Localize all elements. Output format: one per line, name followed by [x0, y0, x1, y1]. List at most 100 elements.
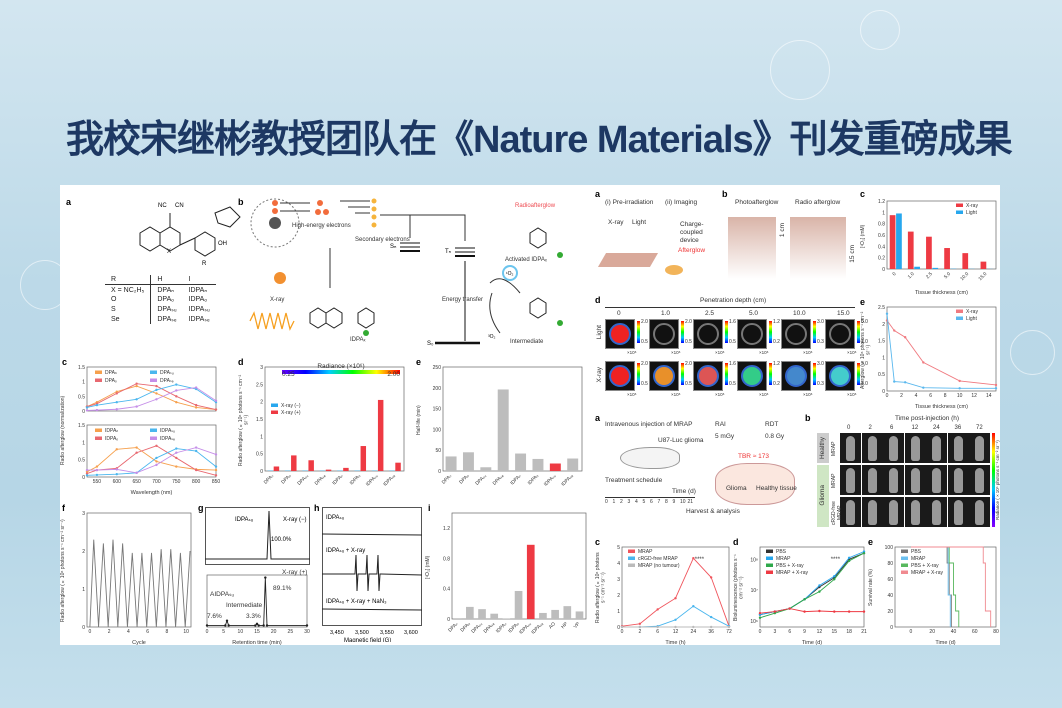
- y-tick-label: 100: [433, 427, 442, 433]
- legend-label: X-ray: [966, 203, 978, 209]
- rai-label: RAI: [715, 421, 726, 428]
- table-header: I: [182, 275, 216, 285]
- data-point: [994, 387, 998, 390]
- tbr-label: TBR ≈ 173: [738, 453, 770, 460]
- data-point: [656, 608, 659, 611]
- sample-dish: [665, 265, 683, 275]
- x-tick-label: 0: [759, 629, 762, 635]
- x-tick-label: 24: [691, 629, 697, 635]
- panel-label: a: [595, 189, 601, 199]
- y-tick-label: 20: [887, 609, 893, 615]
- svg-text:3,550: 3,550: [380, 630, 394, 636]
- panel-label: g: [198, 503, 204, 513]
- x-tick-label: IDPAₛᵤ: [365, 473, 380, 488]
- data-point: [205, 624, 209, 627]
- y-axis-label: Afterglow (×10⁶ photons s⁻¹ cm⁻² sr⁻¹): [860, 311, 872, 389]
- penetration-image: [737, 319, 767, 349]
- radiance-max: 2.00: [387, 371, 400, 378]
- scale-min: 0.2: [773, 381, 780, 387]
- x-tick-label: IDPAₛᵤ: [518, 621, 533, 636]
- x-tick-label: 15.0: [977, 271, 988, 282]
- data-point: [922, 361, 925, 364]
- data-point: [155, 460, 158, 463]
- group-label: Glioma: [819, 485, 826, 506]
- condition-label: X-ray (+): [282, 569, 308, 576]
- y-tick-label: 10⁸: [750, 557, 758, 563]
- colorbar: [725, 321, 728, 343]
- data-point: [638, 622, 642, 625]
- y-tick-label: 1: [82, 380, 85, 386]
- y-tick-label: 0.4: [443, 587, 450, 593]
- y-tick-label: 0.4: [878, 244, 885, 250]
- colorbar: [769, 363, 772, 385]
- data-point: [788, 607, 791, 610]
- y-tick-label: 1.5: [78, 365, 85, 371]
- bar: [291, 455, 297, 471]
- bar: [526, 544, 535, 619]
- x-tick-label: IDPAₙ: [509, 473, 522, 486]
- x-tick-label: 650: [132, 479, 141, 485]
- mouse-image: [904, 433, 926, 463]
- mouse-image: [947, 497, 969, 527]
- scale-max: 1.6: [729, 361, 736, 367]
- legend-swatch: [956, 203, 963, 207]
- unit-label: ×10⁶: [671, 350, 681, 355]
- x-tick-label: IDPAₙ: [331, 473, 344, 486]
- x-axis-label: Time (d): [802, 640, 822, 645]
- ccd-label: Charge-coupled device: [680, 221, 704, 244]
- data-point: [115, 401, 118, 404]
- light-label: Light: [632, 219, 647, 226]
- y-tick-label: 5: [617, 545, 620, 551]
- y-tick-label: 1.2: [878, 199, 885, 205]
- x-tick-label: IDPAₒ: [527, 473, 540, 486]
- data-point: [214, 465, 218, 468]
- row-label: Light: [596, 325, 603, 340]
- mouse-image: [926, 465, 947, 495]
- x-tick-label: 2.5: [925, 271, 934, 280]
- y-axis-label: Half-life (min): [416, 405, 422, 435]
- rdt-label: RDT: [765, 421, 779, 428]
- panel-label: e: [868, 537, 874, 547]
- activated-label: Activated IDPAₓ: [505, 257, 547, 263]
- x-tick-label: 18: [846, 629, 852, 635]
- legend-swatch: [766, 556, 773, 560]
- scale-min: 0.2: [773, 339, 780, 345]
- panel-label: c: [860, 189, 866, 199]
- panel-label: c: [62, 357, 68, 367]
- photoafterglow-label: Photoafterglow: [735, 199, 779, 206]
- y-axis-label: [¹O₂] (mM): [860, 224, 866, 248]
- mouse-image: [969, 465, 990, 495]
- percent-label: 100.0%: [271, 537, 292, 543]
- x-tick-label: 0: [891, 271, 897, 277]
- data-point: [194, 386, 198, 389]
- data-point: [833, 575, 836, 578]
- unit-label: ×10⁶: [715, 350, 725, 355]
- condition-label: X-ray (−): [283, 517, 307, 523]
- bar: [325, 469, 332, 471]
- legend-swatch: [95, 370, 102, 374]
- bar: [567, 458, 579, 471]
- group-glioma: Glioma: [817, 465, 829, 527]
- penetration-image: [693, 361, 723, 391]
- x-tick-label: 550: [93, 479, 102, 485]
- plot-frame: [886, 306, 997, 392]
- y-tick-label: 1.5: [878, 339, 885, 345]
- depth-label: 10.0: [793, 310, 806, 317]
- x-tick-label: 2: [108, 629, 111, 635]
- unit-label: ×10⁶: [847, 392, 857, 397]
- percent-label: 7.6%: [207, 613, 222, 620]
- injection-label: Intravenous injection of MRAP: [605, 421, 693, 428]
- data-point: [214, 468, 218, 472]
- scale-min: 1.0: [861, 339, 868, 345]
- chemical-structure: NC CN OH R X: [139, 203, 241, 267]
- data-point: [135, 405, 138, 408]
- legend-label: IDPAₒ: [105, 436, 118, 442]
- page-title: 我校宋继彬教授团队在《Nature Materials》刊发重磅成果: [66, 119, 1013, 161]
- y-tick-label: 0: [617, 625, 620, 631]
- y-tick-label: 80: [887, 561, 893, 567]
- data-point: [255, 622, 259, 626]
- bar: [889, 215, 896, 269]
